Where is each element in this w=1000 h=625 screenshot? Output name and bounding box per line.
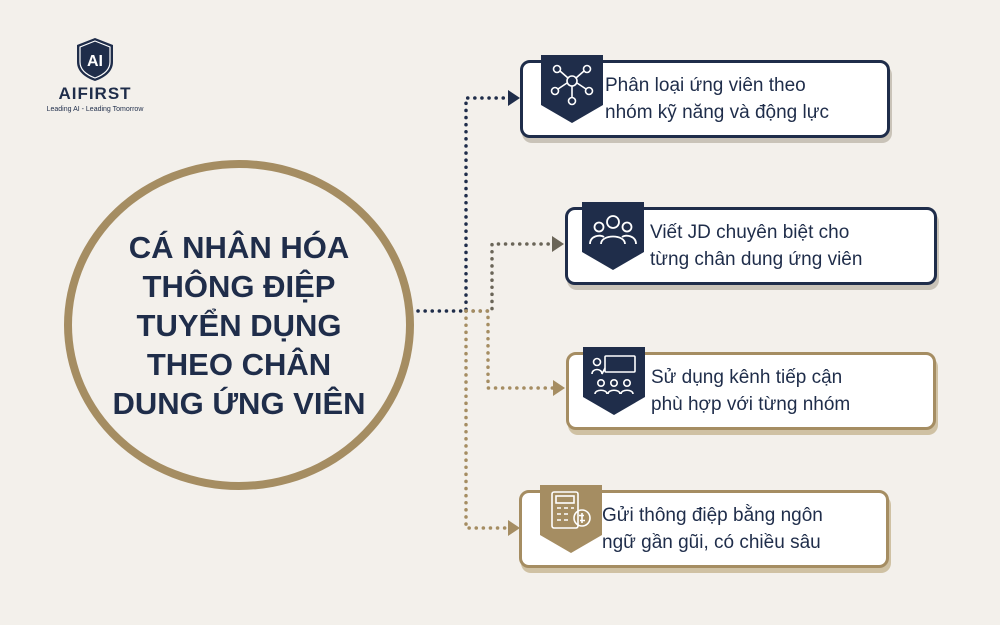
- connector-3: [464, 309, 555, 390]
- card-2-line-2: từng chân dung ứng viên: [650, 249, 863, 270]
- central-title: CÁ NHÂN HÓA THÔNG ĐIỆP TUYỂN DỤNG THEO C…: [112, 229, 366, 421]
- arrow-head-2: [552, 236, 564, 252]
- brand-logo: AI AIFIRST Leading AI - Leading Tomorrow: [40, 36, 150, 113]
- card-2-line-1: Viết JD chuyên biệt cho: [650, 222, 850, 243]
- card-4-line-1: Gửi thông điệp bằng ngôn: [602, 505, 823, 526]
- step-card-1: Phân loại ứng viên theo nhóm kỹ năng và …: [520, 55, 890, 138]
- network-people-icon: [541, 55, 603, 123]
- connector-2: [464, 242, 554, 313]
- logo-badge-text: AI: [87, 53, 103, 70]
- card-4-line-2: ngữ gần gũi, có chiều sâu: [602, 532, 821, 553]
- card-3-line-1: Sử dụng kênh tiếp cận: [651, 367, 843, 388]
- step-card-2: Viết JD chuyên biệt cho từng chân dung ứ…: [565, 202, 937, 285]
- presentation-icon: [583, 347, 645, 415]
- card-1-line-1: Phân loại ứng viên theo: [605, 75, 806, 96]
- shield-logo-icon: AI: [77, 38, 113, 81]
- step-card-3: Sử dụng kênh tiếp cận phù hợp với từng n…: [566, 347, 936, 430]
- brand-name: AIFIRST: [58, 84, 132, 103]
- card-3-line-2: phù hợp với từng nhóm: [651, 394, 851, 415]
- arrow-head-3: [553, 380, 565, 396]
- arrow-head-4: [508, 520, 520, 536]
- connector-4: [464, 309, 510, 530]
- card-1-line-2: nhóm kỹ năng và động lực: [605, 102, 829, 123]
- arrow-head-1: [508, 90, 520, 106]
- calculator-message-icon: [540, 485, 602, 553]
- central-circle: CÁ NHÂN HÓA THÔNG ĐIỆP TUYỂN DỤNG THEO C…: [64, 160, 414, 490]
- connector-1: [416, 96, 510, 313]
- step-card-4: Gửi thông điệp bằng ngôn ngữ gần gũi, có…: [519, 485, 889, 568]
- brand-tagline: Leading AI - Leading Tomorrow: [46, 106, 144, 113]
- group-people-icon: [582, 202, 644, 270]
